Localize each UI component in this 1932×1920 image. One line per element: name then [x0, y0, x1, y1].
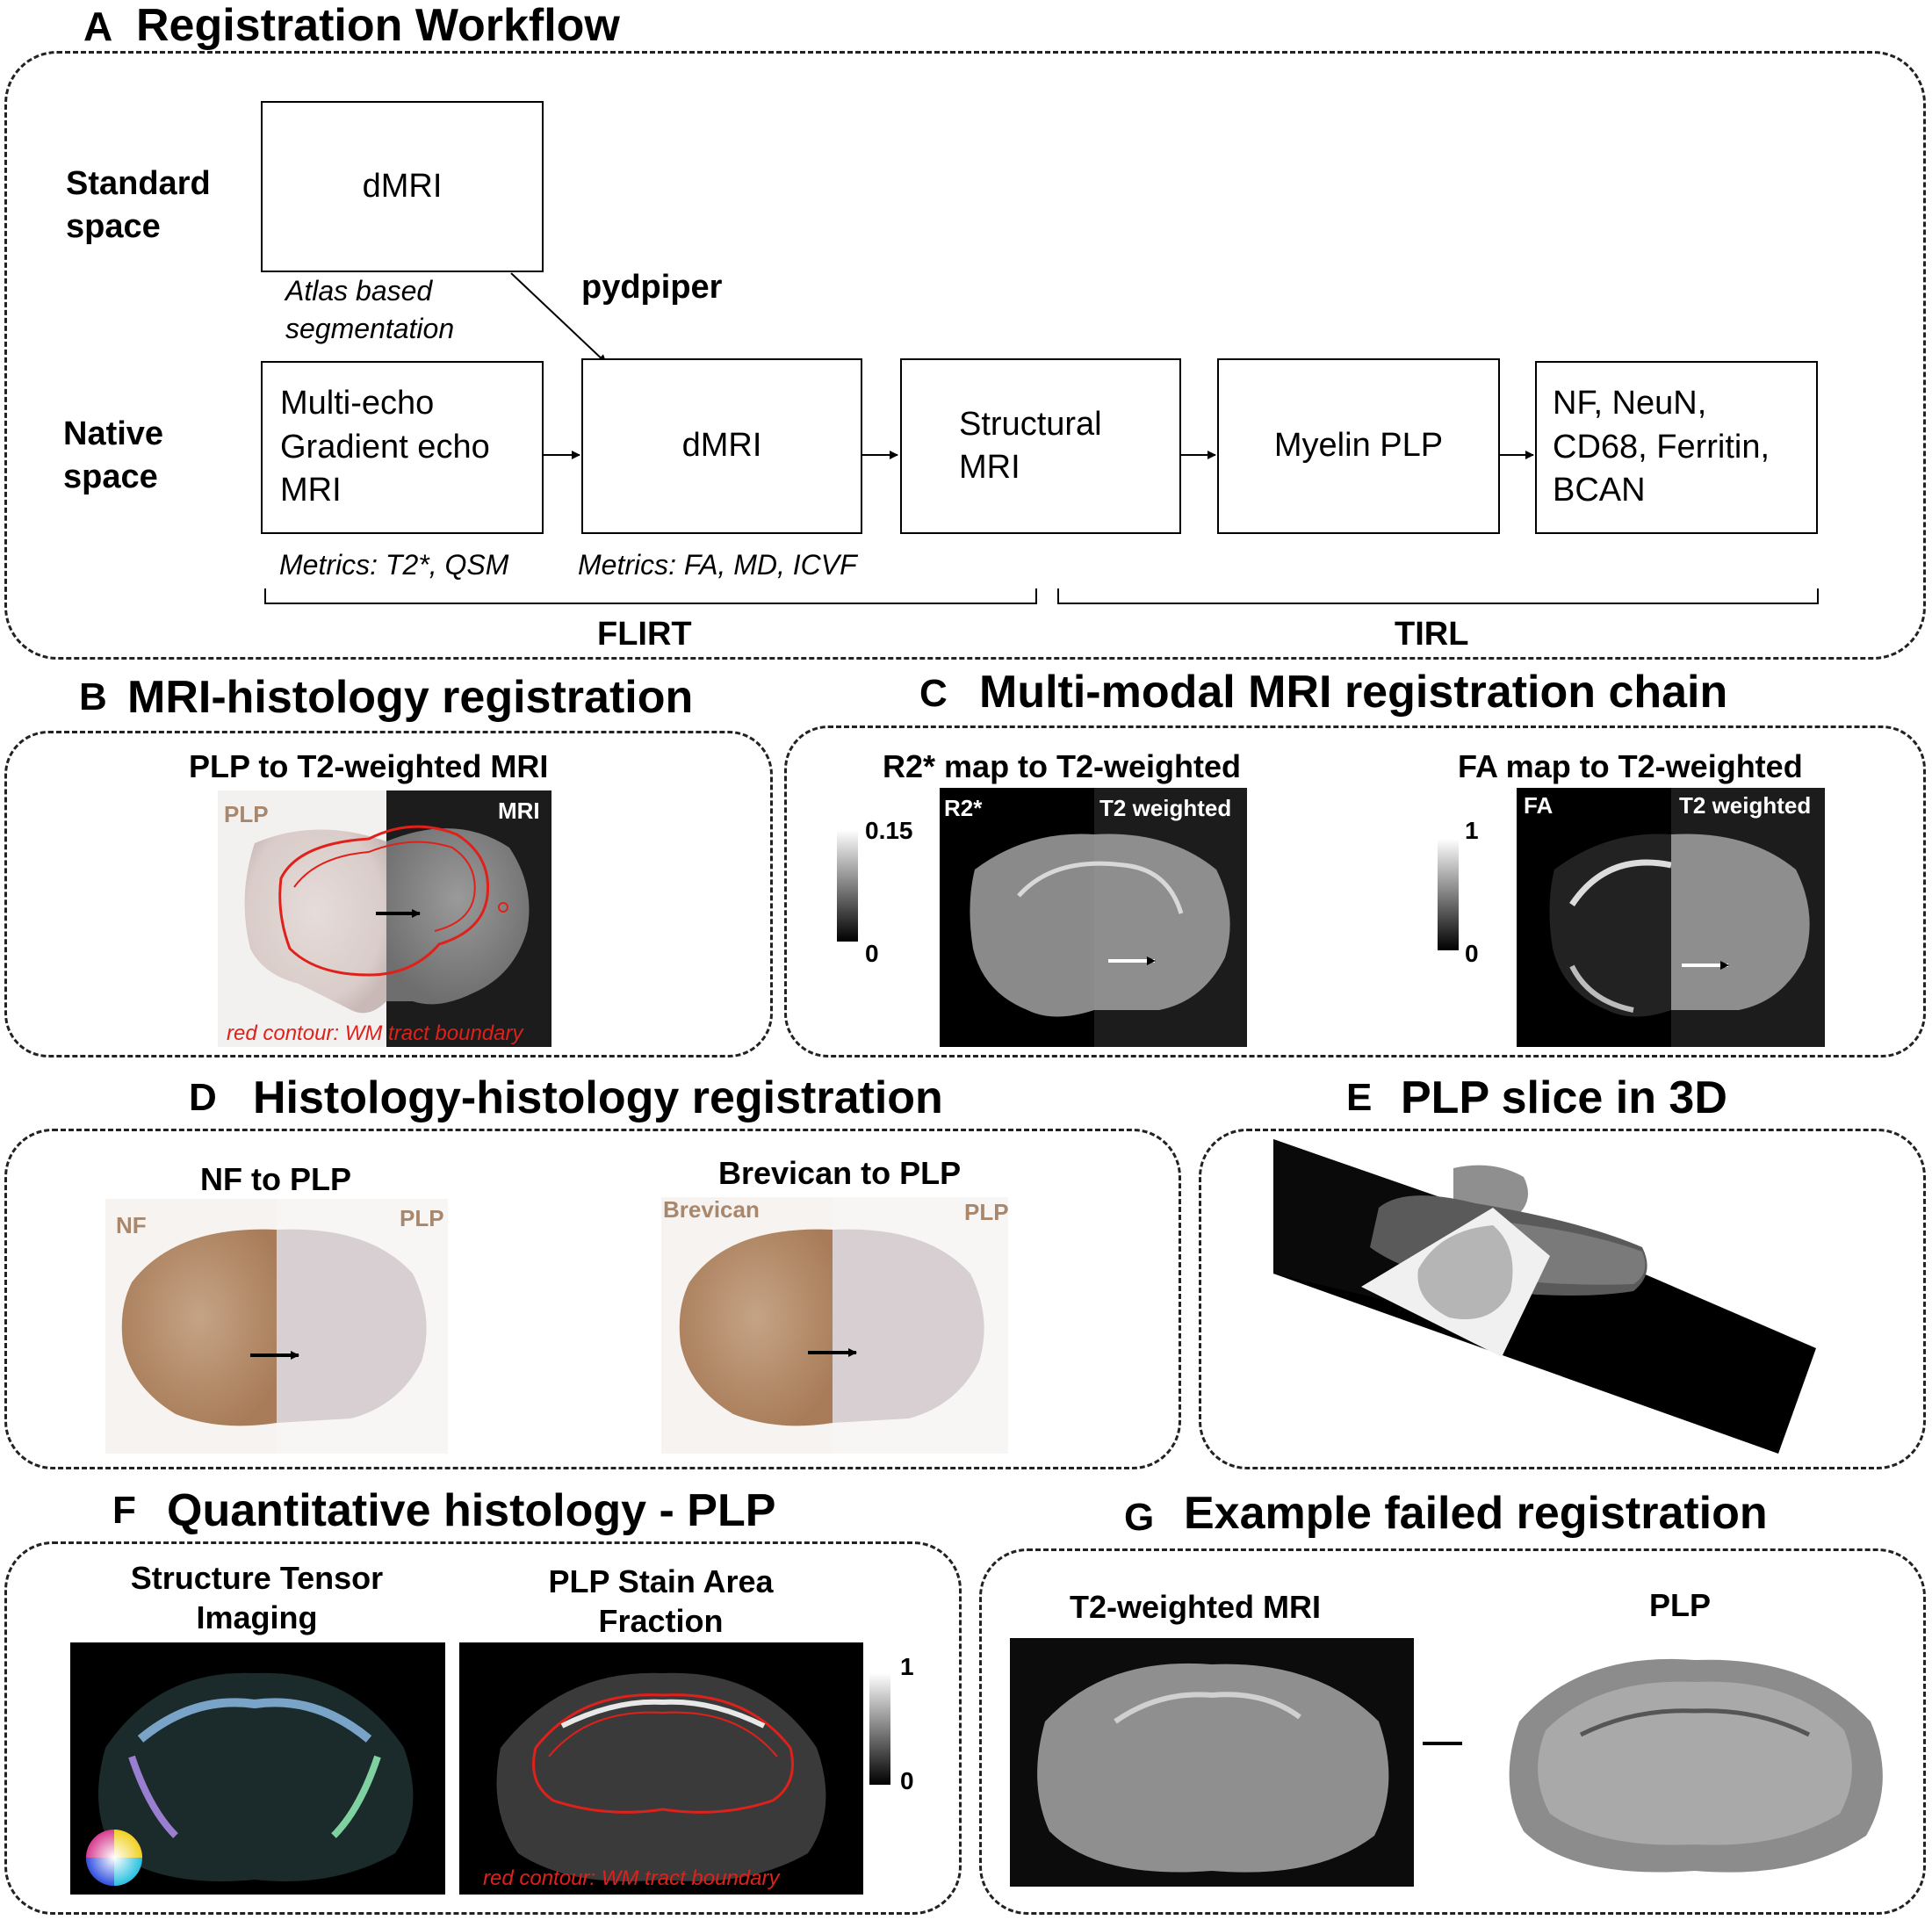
panel-b-caption: red contour: WM tract boundary	[227, 1021, 523, 1045]
standard-space-label: Standard space	[66, 165, 211, 246]
multi-echo-line-3: MRI	[280, 472, 342, 509]
atlas-note: Atlas based segmentation	[285, 272, 454, 348]
panel-g-frame	[979, 1548, 1926, 1915]
panel-c-title: Multi-modal MRI registration chain	[979, 667, 1728, 718]
structural-line-1: Structural	[959, 405, 1102, 443]
panel-e-letter: E	[1346, 1076, 1373, 1119]
fa-cbar-max: 1	[1465, 817, 1479, 844]
f-cbar-max: 1	[900, 1653, 914, 1680]
myelin-plp-label: Myelin PLP	[1273, 427, 1444, 465]
stains-line-1: NF, NeuN,	[1553, 385, 1707, 422]
workflow-arrows	[510, 272, 1534, 459]
structural-mri-box: Structural MRI	[900, 358, 1181, 534]
r2-cbar-min: 0	[865, 940, 879, 967]
panel-f-sub-left-1: Structure Tensor	[130, 1560, 384, 1596]
panel-g-letter: G	[1124, 1496, 1155, 1539]
plp-mri-overlay-image	[218, 790, 551, 1047]
structural-line-2: MRI	[959, 449, 1020, 486]
panel-f-sub-left: Structure Tensor Imaging	[110, 1558, 404, 1637]
fa-tag: FA	[1524, 792, 1554, 819]
panel-f-frame	[4, 1541, 962, 1915]
brevican-tag: Brevican	[663, 1196, 760, 1223]
panel-f-sub-left-2: Imaging	[196, 1599, 318, 1635]
dmri-native-label: dMRI	[681, 427, 762, 465]
tirl-label: TIRL	[1395, 616, 1469, 653]
nf-plp-overlay-image	[105, 1199, 448, 1454]
native-space-label: Native space	[63, 415, 164, 496]
fa-colorbar	[1438, 839, 1459, 950]
dmri-standard-box: dMRI	[261, 101, 544, 272]
brevican-plp-overlay-image	[661, 1197, 1008, 1454]
panel-b-title: MRI-histology registration	[127, 672, 694, 723]
panel-d-letter: D	[189, 1076, 217, 1119]
panel-a-title: Registration Workflow	[136, 0, 620, 51]
tirl-bracket	[1057, 588, 1819, 604]
fa-t2-overlay-image	[1517, 788, 1825, 1047]
panel-a-letter: A	[83, 4, 113, 49]
plp-tag-d2: PLP	[964, 1199, 1009, 1225]
panel-g-sub-left: T2-weighted MRI	[1070, 1589, 1321, 1625]
plp-3d-slice-image	[1273, 1139, 1816, 1454]
plp-tag-b: PLP	[224, 801, 269, 827]
multi-echo-box: Multi-echo Gradient echo MRI	[261, 361, 544, 534]
panel-d-frame	[4, 1129, 1181, 1469]
panel-f-sub-right-2: Fraction	[598, 1603, 724, 1639]
plp-fraction-colorbar	[869, 1673, 890, 1785]
panel-g-sub-right: PLP	[1649, 1587, 1712, 1623]
panel-c-sub-left: R2* map to T2-weighted	[883, 748, 1242, 784]
stains-line-2: CD68, Ferritin,	[1553, 428, 1770, 466]
mri-tag-b: MRI	[498, 798, 540, 824]
nf-tag: NF	[116, 1212, 147, 1238]
r2-cbar-max: 0.15	[865, 817, 913, 844]
panel-f-sub-right: PLP Stain Area Fraction	[514, 1562, 808, 1641]
stains-line-3: BCAN	[1553, 472, 1646, 509]
panel-d-title: Histology-histology registration	[253, 1072, 943, 1123]
panel-b-letter: B	[79, 675, 107, 718]
panel-a-frame	[4, 51, 1926, 660]
panel-f-sub-right-1: PLP Stain Area	[548, 1563, 774, 1599]
pydpiper-label: pydpiper	[581, 269, 723, 306]
panel-f-caption: red contour: WM tract boundary	[483, 1866, 780, 1890]
metrics-gre: Metrics: T2*, QSM	[279, 549, 509, 581]
panel-c-sub-right: FA map to T2-weighted	[1458, 748, 1803, 784]
brackets	[264, 588, 1819, 604]
panel-e-frame	[1199, 1129, 1926, 1469]
t2-tag-2: T2 weighted	[1679, 792, 1812, 819]
r2-t2-overlay-image	[940, 788, 1247, 1047]
metrics-dmri: Metrics: FA, MD, ICVF	[578, 549, 857, 581]
r2-colorbar	[837, 830, 858, 942]
multi-echo-line-1: Multi-echo	[280, 385, 435, 422]
atlas-note-line-1: Atlas based	[285, 275, 433, 307]
panel-f-title: Quantitative histology - PLP	[167, 1485, 776, 1536]
t2-tag-1: T2 weighted	[1099, 795, 1232, 821]
stains-box: NF, NeuN, CD68, Ferritin, BCAN	[1535, 361, 1818, 534]
panel-d-sub-right: Brevican to PLP	[718, 1155, 962, 1191]
f-cbar-min: 0	[900, 1767, 914, 1794]
atlas-note-line-2: segmentation	[285, 313, 455, 345]
arrow-pydpiper	[510, 272, 607, 364]
failed-t2-mri-image	[1010, 1638, 1414, 1887]
flirt-bracket	[264, 588, 1037, 604]
r2-tag: R2*	[944, 795, 983, 821]
structure-tensor-image	[70, 1642, 445, 1895]
plp-tag-d1: PLP	[400, 1205, 444, 1231]
panel-e-title: PLP slice in 3D	[1401, 1072, 1727, 1123]
flirt-label: FLIRT	[597, 616, 692, 653]
panel-c-letter: C	[919, 672, 948, 715]
panel-g-title: Example failed registration	[1184, 1488, 1768, 1539]
failed-plp-image	[1462, 1629, 1897, 1888]
fa-cbar-min: 0	[1465, 940, 1479, 967]
multi-echo-line-2: Gradient echo	[280, 428, 490, 466]
plp-stain-area-fraction-image	[459, 1642, 863, 1895]
panel-b-subtitle: PLP to T2-weighted MRI	[189, 748, 549, 784]
panel-f-letter: F	[112, 1489, 136, 1532]
dmri-standard-label: dMRI	[362, 167, 443, 205]
panel-b-frame	[4, 731, 773, 1057]
myelin-plp-box: Myelin PLP	[1217, 358, 1500, 534]
panel-c-frame	[784, 725, 1926, 1057]
dmri-native-box: dMRI	[581, 358, 862, 534]
panel-d-sub-left: NF to PLP	[200, 1161, 351, 1197]
